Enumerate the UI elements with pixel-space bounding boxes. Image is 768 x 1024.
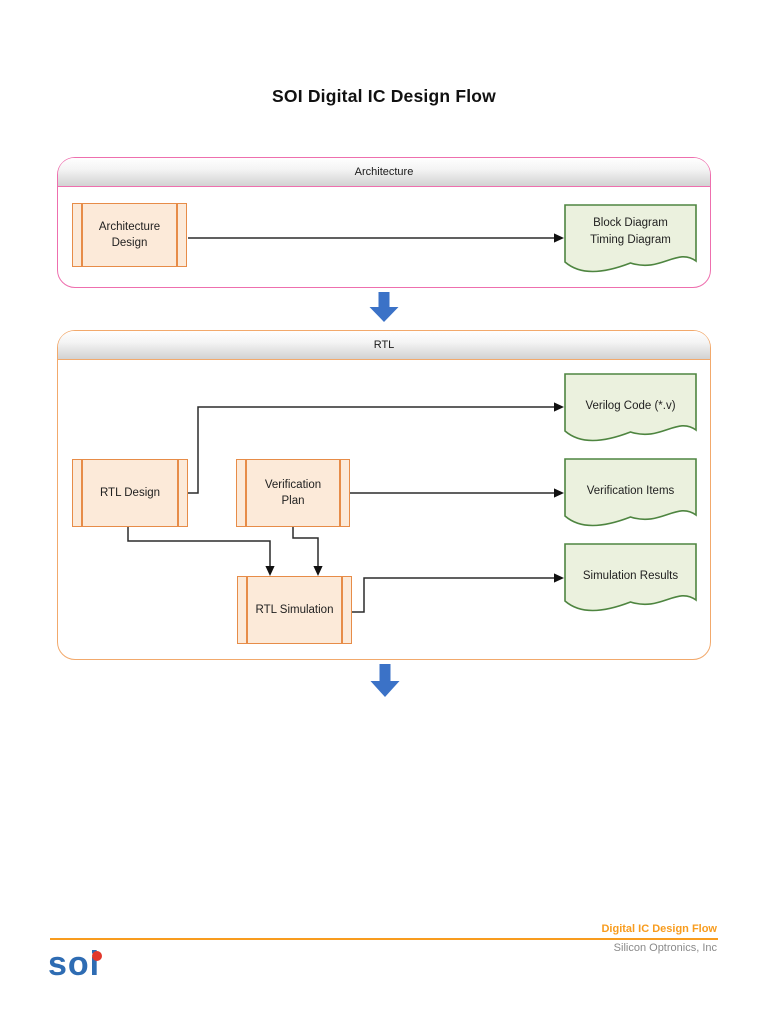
document-simulation-results: Simulation Results <box>564 543 697 615</box>
process-side-line <box>246 577 248 643</box>
process-side-line <box>81 204 83 266</box>
process-verification-plan: Verification Plan <box>236 459 350 527</box>
document-shape-path <box>564 373 697 442</box>
document-simulation-results-label: Simulation Results <box>582 570 679 583</box>
flow-down-arrow-rtl-to-next <box>370 664 400 697</box>
document-shape <box>564 543 697 612</box>
document-verilog-code: Verilog Code (*.v) <box>564 373 697 445</box>
process-side-line <box>339 460 341 526</box>
process-rtl-simulation: RTL Simulation <box>237 576 352 644</box>
document-shape-path <box>564 543 697 612</box>
document-block-diagram: Block Diagram Timing Diagram <box>564 204 697 276</box>
document-shape <box>564 204 697 273</box>
process-side-line <box>177 460 179 526</box>
process-side-line <box>176 204 178 266</box>
process-architecture-design-label: Architecture Design <box>98 221 161 249</box>
process-verification-plan-label: Verification Plan <box>264 479 322 507</box>
architecture-section-label: Architecture <box>354 166 414 178</box>
document-shape-path <box>564 204 697 273</box>
document-shape-path <box>564 458 697 527</box>
process-rtl-design-label: RTL Design <box>99 487 161 499</box>
logo-i-dot <box>92 951 102 961</box>
document-shape <box>564 458 697 527</box>
process-architecture-design: Architecture Design <box>72 203 187 267</box>
page-title: SOI Digital IC Design Flow <box>272 86 496 106</box>
process-side-line <box>81 460 83 526</box>
document-block-diagram-label: Block Diagram Timing Diagram <box>590 216 671 247</box>
flow-down-arrow-architecture-to-rtl <box>369 292 399 322</box>
architecture-section-header: Architecture <box>58 158 710 187</box>
process-rtl-simulation-label: RTL Simulation <box>255 604 334 616</box>
footer-company-name: Silicon Optronics, Inc <box>613 942 717 954</box>
soi-logo-text: soi <box>48 945 101 983</box>
footer-document-title: Digital IC Design Flow <box>601 923 717 935</box>
document-verification-items: Verification Items <box>564 458 697 530</box>
footer-rule <box>50 938 718 941</box>
process-side-line <box>245 460 247 526</box>
process-side-line <box>341 577 343 643</box>
document-verification-items-label: Verification Items <box>586 485 675 498</box>
rtl-section-header: RTL <box>58 331 710 360</box>
rtl-section-label: RTL <box>373 339 395 351</box>
process-rtl-design: RTL Design <box>72 459 188 527</box>
document-shape <box>564 373 697 442</box>
soi-logo: soi <box>48 945 102 983</box>
document-verilog-code-label: Verilog Code (*.v) <box>585 400 676 413</box>
